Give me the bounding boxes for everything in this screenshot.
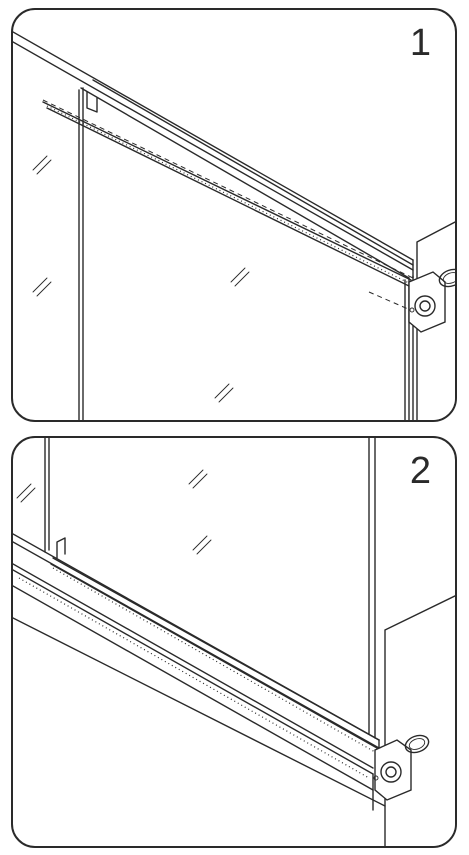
hook-ring: [438, 268, 455, 288]
hook-ring: [404, 734, 430, 754]
step-number-1: 1: [409, 22, 431, 64]
step-number-2: 2: [409, 450, 431, 492]
seal-strip: [42, 99, 416, 313]
step-2-panel: 2: [11, 436, 457, 848]
glass-panel: [44, 438, 376, 739]
glass-panel: [78, 87, 414, 420]
glass-reflection-marks: [32, 155, 250, 403]
step-2-drawing: [13, 438, 455, 846]
end-cap: [408, 271, 446, 333]
glass-clip: [86, 91, 98, 113]
step-1-panel: 1: [11, 8, 457, 422]
end-cap: [373, 739, 412, 801]
step-1-drawing: [13, 31, 455, 420]
glass-clip: [56, 537, 66, 559]
wall: [384, 595, 455, 846]
top-rail: [13, 31, 414, 279]
bottom-rail: [13, 533, 386, 811]
glass-reflection-marks: [16, 469, 212, 555]
